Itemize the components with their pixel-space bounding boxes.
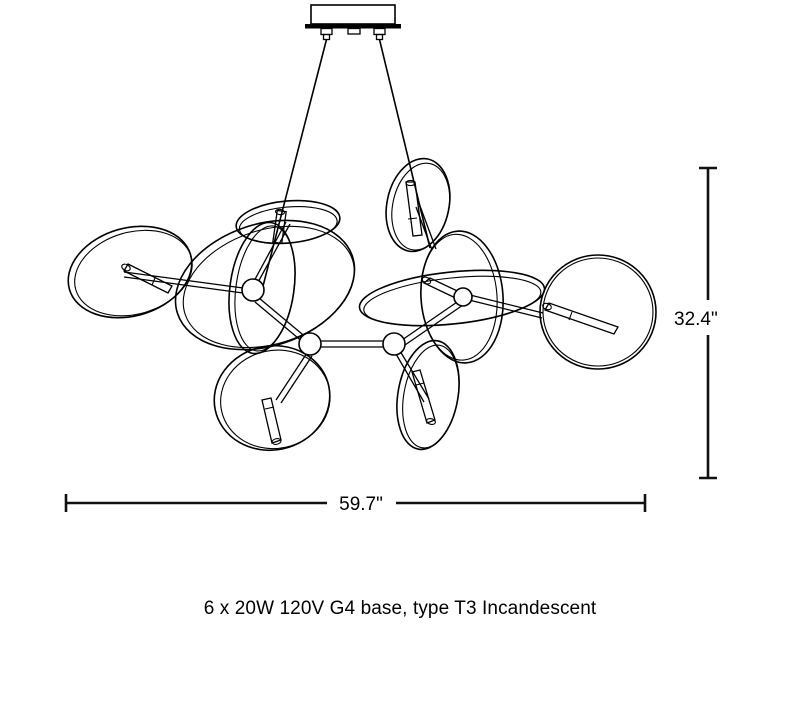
cable-gripper-left (320, 27, 333, 41)
ring-center-vert (228, 221, 296, 355)
lamp-tube-top (272, 208, 287, 245)
lamp-tube-upper-right (405, 179, 423, 237)
ring-bottom-left (213, 344, 331, 452)
arm-to-top-ring (252, 221, 287, 284)
canopy-base-plate (305, 24, 401, 29)
suspension-cables (261, 39, 431, 291)
lamp-tube-far-right (542, 302, 619, 335)
joint-right (453, 287, 473, 307)
arm-to-left-ring (123, 271, 244, 294)
lamp-tube-bottom-right (411, 369, 436, 426)
ring-left (67, 225, 193, 319)
ring-bottom-right (396, 339, 460, 451)
overall-height-label: 32.4" (674, 309, 718, 330)
ring-center-large (174, 219, 356, 351)
ring-top-center (235, 199, 341, 245)
arm-to-bottom-right-ring (395, 353, 425, 403)
arm-to-upper-right-ring (415, 206, 433, 251)
ring-right-flat (358, 269, 546, 327)
joint-nodes (241, 278, 473, 356)
ring-far-right (539, 254, 657, 370)
lamp-tube-left (121, 263, 173, 294)
overall-width-dimension: 59.7" (64, 494, 647, 515)
ring-upper-right (385, 157, 451, 253)
arm-horizontal-center (310, 340, 394, 348)
overall-width-label: 59.7" (339, 494, 383, 515)
canopy-center-boss (347, 27, 361, 35)
suspension-cable-right (378, 39, 431, 249)
arm-to-bottom-left-ring (275, 352, 308, 401)
suspension-cable-left (261, 39, 328, 291)
structural-arms (123, 205, 544, 404)
ring-right-vert (420, 230, 504, 364)
arm-to-far-right-ring (468, 294, 544, 319)
joint-lower-left (298, 332, 322, 356)
lamp-tube-bottom-left (261, 397, 282, 445)
lamp-spec-caption: 6 x 20W 120V G4 base, type T3 Incandesce… (203, 598, 597, 619)
arm-center-to-lower-left (258, 297, 309, 340)
joint-lower-right (382, 332, 406, 356)
ceiling-canopy (305, 4, 401, 41)
arm-lower-right-to-right-joint (401, 299, 461, 341)
joint-center (241, 278, 265, 302)
overall-height-dimension: 32.4" (674, 166, 718, 480)
cable-gripper-right (373, 27, 386, 41)
